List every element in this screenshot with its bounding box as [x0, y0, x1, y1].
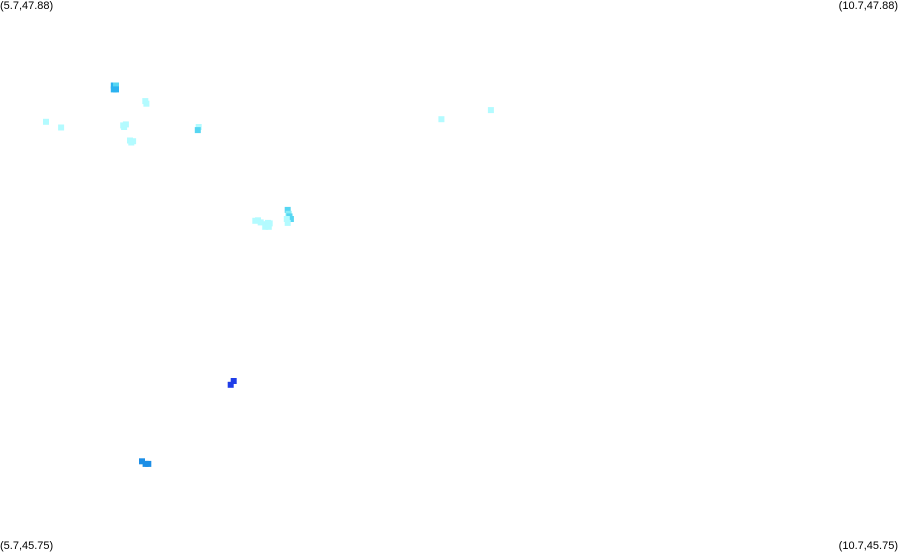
data-point	[113, 82, 119, 89]
data-point	[438, 116, 445, 123]
corner-label-top-left: (5.7,47.88)	[0, 0, 54, 12]
data-point	[283, 216, 290, 222]
data-point	[227, 381, 234, 388]
data-point	[145, 460, 152, 467]
corner-label-bottom-right: (10.7,45.75)	[838, 540, 898, 552]
corner-label-top-right: (10.7,47.88)	[838, 0, 898, 12]
data-point	[284, 206, 291, 213]
data-point	[195, 124, 202, 130]
data-point	[121, 124, 128, 130]
data-point	[265, 223, 272, 230]
data-point	[128, 139, 135, 146]
data-point	[487, 107, 494, 114]
data-point	[287, 216, 294, 222]
data-point	[257, 219, 264, 226]
data-point	[194, 127, 201, 134]
data-point	[43, 118, 49, 125]
data-point	[284, 219, 291, 226]
data-point	[143, 100, 150, 107]
data-point	[113, 86, 119, 93]
data-point	[266, 220, 273, 227]
data-point	[230, 378, 237, 384]
corner-label-bottom-left: (5.7,45.75)	[0, 540, 54, 552]
data-point	[58, 124, 65, 131]
data-point	[262, 223, 269, 230]
data-point	[139, 458, 145, 465]
data-points-layer	[43, 82, 494, 467]
